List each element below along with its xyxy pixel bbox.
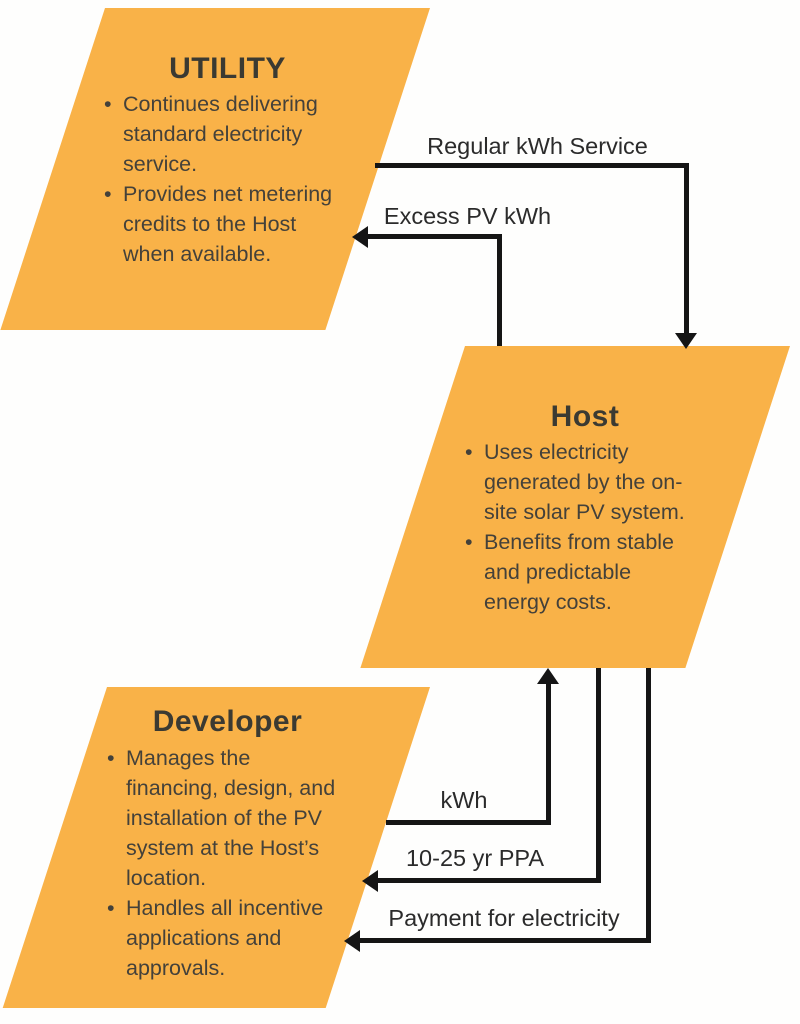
regular-service-label: Regular kWh Service — [427, 133, 648, 159]
host-bullets: Uses electricity generated by the on-sit… — [462, 437, 699, 617]
arrow-left-icon — [362, 870, 378, 892]
developer-title: Developer — [152, 705, 303, 738]
arrow-up-icon — [537, 668, 559, 684]
payment-arrow-hline — [360, 938, 651, 943]
payment-label: Payment for electricity — [388, 905, 620, 931]
excess-pv-arrow-hline — [366, 234, 502, 239]
utility-bullets: Continues delivering standard electricit… — [101, 89, 338, 269]
kwh-arrow-vline — [546, 684, 551, 825]
developer-bullet-2: Handles all incentive applications and a… — [104, 893, 341, 983]
developer-bullet-1: Manages the financing, design, and insta… — [104, 743, 341, 893]
arrow-left-icon — [352, 226, 368, 248]
kwh-label: kWh — [440, 787, 488, 813]
ppa-arrow-hline — [378, 878, 601, 883]
ppa-label: 10-25 yr PPA — [405, 845, 545, 871]
excess-pv-label: Excess PV kWh — [383, 203, 552, 229]
host-title: Host — [550, 400, 620, 433]
regular-service-arrow-hline — [375, 163, 689, 168]
utility-bullet-1: Continues delivering standard electricit… — [101, 89, 338, 179]
arrow-left-icon — [344, 930, 360, 952]
host-bullet-1: Uses electricity generated by the on-sit… — [462, 437, 699, 527]
payment-arrow-vline — [646, 668, 651, 943]
utility-bullet-2: Provides net metering credits to the Hos… — [101, 179, 338, 269]
kwh-arrow-hline — [386, 820, 551, 825]
utility-title: UTILITY — [169, 52, 286, 85]
regular-service-arrow-vline — [684, 163, 689, 333]
excess-pv-arrow-vline — [497, 234, 502, 346]
host-bullet-2: Benefits from stable and predictable ene… — [462, 527, 699, 617]
arrow-down-icon — [675, 333, 697, 349]
developer-bullets: Manages the financing, design, and insta… — [104, 743, 341, 983]
ppa-arrow-vline — [596, 668, 601, 883]
